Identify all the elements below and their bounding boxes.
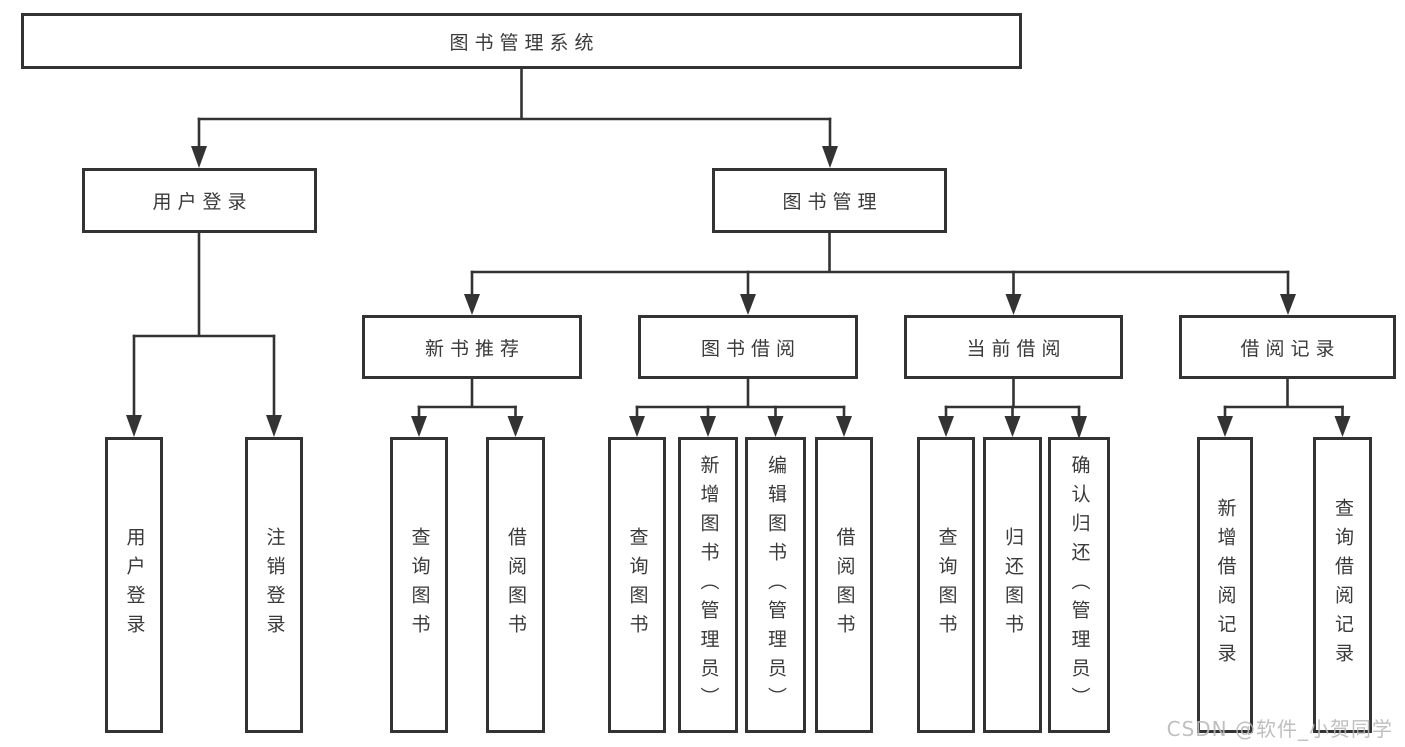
node-user-login-label: 用户登录 <box>152 191 253 213</box>
connector-book-mgmt <box>464 233 1296 315</box>
arrowhead <box>629 416 645 437</box>
connector-user-login <box>126 233 282 437</box>
leaf-cb-query-books: 查询图书 <box>917 437 975 733</box>
leaf-bb-borrow-books: 借阅图书 <box>815 437 873 733</box>
leaf-cb-return-books-label: 归还图书 <box>1002 527 1024 643</box>
leaf-cb-return-books: 归还图书 <box>983 437 1042 733</box>
arrowhead <box>822 146 838 168</box>
node-book-mgmt-label: 图书管理 <box>782 191 883 213</box>
leaf-br-query-record-label: 查询借阅记录 <box>1332 498 1354 672</box>
node-book-borrow-label: 图书借阅 <box>700 337 801 360</box>
node-current-borrow-label: 当前借阅 <box>966 337 1067 360</box>
connector-borrow-record <box>1217 379 1351 437</box>
leaf-user-login-label: 用户登录 <box>123 527 146 643</box>
arrowhead <box>740 294 756 315</box>
leaf-cb-query-books-label: 查询图书 <box>935 527 958 643</box>
arrowhead <box>767 416 784 437</box>
connector-root <box>191 69 838 168</box>
node-book-mgmt: 图书管理 <box>712 168 947 233</box>
arrowhead <box>1071 416 1087 439</box>
arrowhead <box>464 294 480 315</box>
connector-new-book-rec <box>411 379 524 437</box>
leaf-bb-borrow-books-label: 借阅图书 <box>833 527 856 643</box>
leaf-br-add-record-label: 新增借阅记录 <box>1214 498 1237 672</box>
leaf-bb-edit-books-admin-label: 编辑图书（管理员） <box>765 454 787 716</box>
leaf-user-login: 用户登录 <box>105 437 163 733</box>
arrowhead <box>126 415 142 437</box>
arrowhead <box>938 416 954 437</box>
node-current-borrow: 当前借阅 <box>904 315 1123 379</box>
arrowhead <box>191 146 207 168</box>
node-book-borrow: 图书借阅 <box>638 315 858 379</box>
node-borrow-record: 借阅记录 <box>1179 315 1396 379</box>
arrowhead <box>1217 416 1233 437</box>
leaf-bb-add-books-admin-label: 新增图书（管理员） <box>697 454 720 716</box>
arrowhead <box>1004 416 1021 437</box>
arrowhead <box>411 416 427 437</box>
leaf-bb-query-books: 查询图书 <box>608 437 666 733</box>
leaf-cb-confirm-return-admin: 确认归还（管理员） <box>1048 437 1110 733</box>
node-user-login: 用户登录 <box>82 168 317 233</box>
node-root: 图书管理系统 <box>21 13 1022 69</box>
leaf-bb-add-books-admin: 新增图书（管理员） <box>678 437 738 733</box>
leaf-nbr-query-books: 查询图书 <box>390 437 448 733</box>
arrowhead <box>1334 416 1351 437</box>
node-new-book-rec-label: 新书推荐 <box>424 337 525 360</box>
leaf-br-add-record: 新增借阅记录 <box>1197 437 1253 733</box>
csdn-watermark: CSDN @软件_小贺同学 <box>1166 717 1393 741</box>
arrowhead <box>266 415 282 437</box>
arrowhead <box>836 416 852 437</box>
connector-book-borrow <box>629 379 852 437</box>
node-root-label: 图书管理系统 <box>449 31 600 54</box>
leaf-br-query-record: 查询借阅记录 <box>1313 437 1372 733</box>
connector-current-borrow <box>938 379 1087 439</box>
leaf-cb-confirm-return-admin-label: 确认归还（管理员） <box>1068 454 1091 716</box>
arrowhead <box>700 416 716 437</box>
leaf-bb-query-books-label: 查询图书 <box>626 527 649 643</box>
leaf-nbr-borrow-books: 借阅图书 <box>486 437 545 733</box>
leaf-bb-edit-books-admin: 编辑图书（管理员） <box>745 437 806 733</box>
node-new-book-rec: 新书推荐 <box>362 315 582 379</box>
arrowhead <box>1005 294 1022 315</box>
node-borrow-record-label: 借阅记录 <box>1240 337 1341 360</box>
leaf-logout-label: 注销登录 <box>263 527 286 643</box>
arrowhead <box>1280 294 1296 315</box>
leaf-nbr-borrow-books-label: 借阅图书 <box>505 527 527 643</box>
leaf-nbr-query-books-label: 查询图书 <box>408 527 431 643</box>
leaf-logout: 注销登录 <box>245 437 303 733</box>
arrowhead <box>507 416 524 437</box>
